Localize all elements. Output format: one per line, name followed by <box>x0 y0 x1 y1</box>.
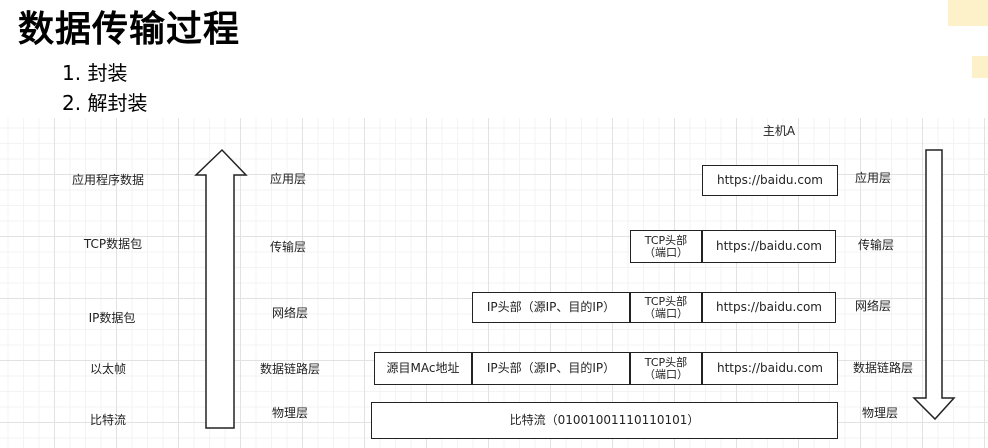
mid-layer-transport: 传输层 <box>269 240 307 254</box>
mid-layer-network: 网络层 <box>271 306 309 320</box>
tcp-header-box-datalink: TCP头部 （端口） <box>630 352 702 385</box>
right-layer-physical: 物理层 <box>861 406 899 420</box>
left-label-ethernet-frame: 以太帧 <box>89 362 127 376</box>
mid-layer-application: 应用层 <box>269 172 307 186</box>
corner-decoration-bottom <box>972 56 988 78</box>
down-arrow-icon <box>912 149 956 421</box>
list-item-encapsulation: 1. 封装 <box>62 61 128 85</box>
list-item-decapsulation: 2. 解封装 <box>62 91 148 115</box>
ip-header-box-network: IP头部（源IP、目的IP） <box>472 292 630 323</box>
mid-layer-physical: 物理层 <box>271 406 309 420</box>
mid-layer-datalink: 数据链路层 <box>259 362 321 376</box>
right-layer-application: 应用层 <box>854 171 892 185</box>
right-layer-network: 网络层 <box>854 299 892 313</box>
right-layer-transport: 传输层 <box>857 238 895 252</box>
bitstream-box-physical: 比特流（01001001110110101） <box>371 402 838 439</box>
url-box-network: https://baidu.com <box>702 292 836 323</box>
ip-header-box-datalink: IP头部（源IP、目的IP） <box>472 352 630 385</box>
up-arrow-icon <box>194 148 248 429</box>
url-box-transport: https://baidu.com <box>702 230 836 263</box>
url-box-datalink: https://baidu.com <box>702 352 838 385</box>
page-title: 数据传输过程 <box>18 9 241 50</box>
host-label: 主机A <box>762 124 796 138</box>
tcp-header-box-network: TCP头部 （端口） <box>630 292 702 323</box>
right-layer-datalink: 数据链路层 <box>852 361 914 375</box>
left-label-bitstream: 比特流 <box>89 413 127 427</box>
url-box-application: https://baidu.com <box>702 165 838 196</box>
mac-box-datalink: 源目MAc地址 <box>374 352 472 385</box>
left-label-ip-packet: IP数据包 <box>88 311 136 325</box>
left-label-app-data: 应用程序数据 <box>71 173 145 187</box>
corner-decoration-top <box>948 0 988 26</box>
tcp-header-box-transport: TCP头部 （端口） <box>630 230 702 263</box>
left-label-tcp-packet: TCP数据包 <box>83 237 143 251</box>
